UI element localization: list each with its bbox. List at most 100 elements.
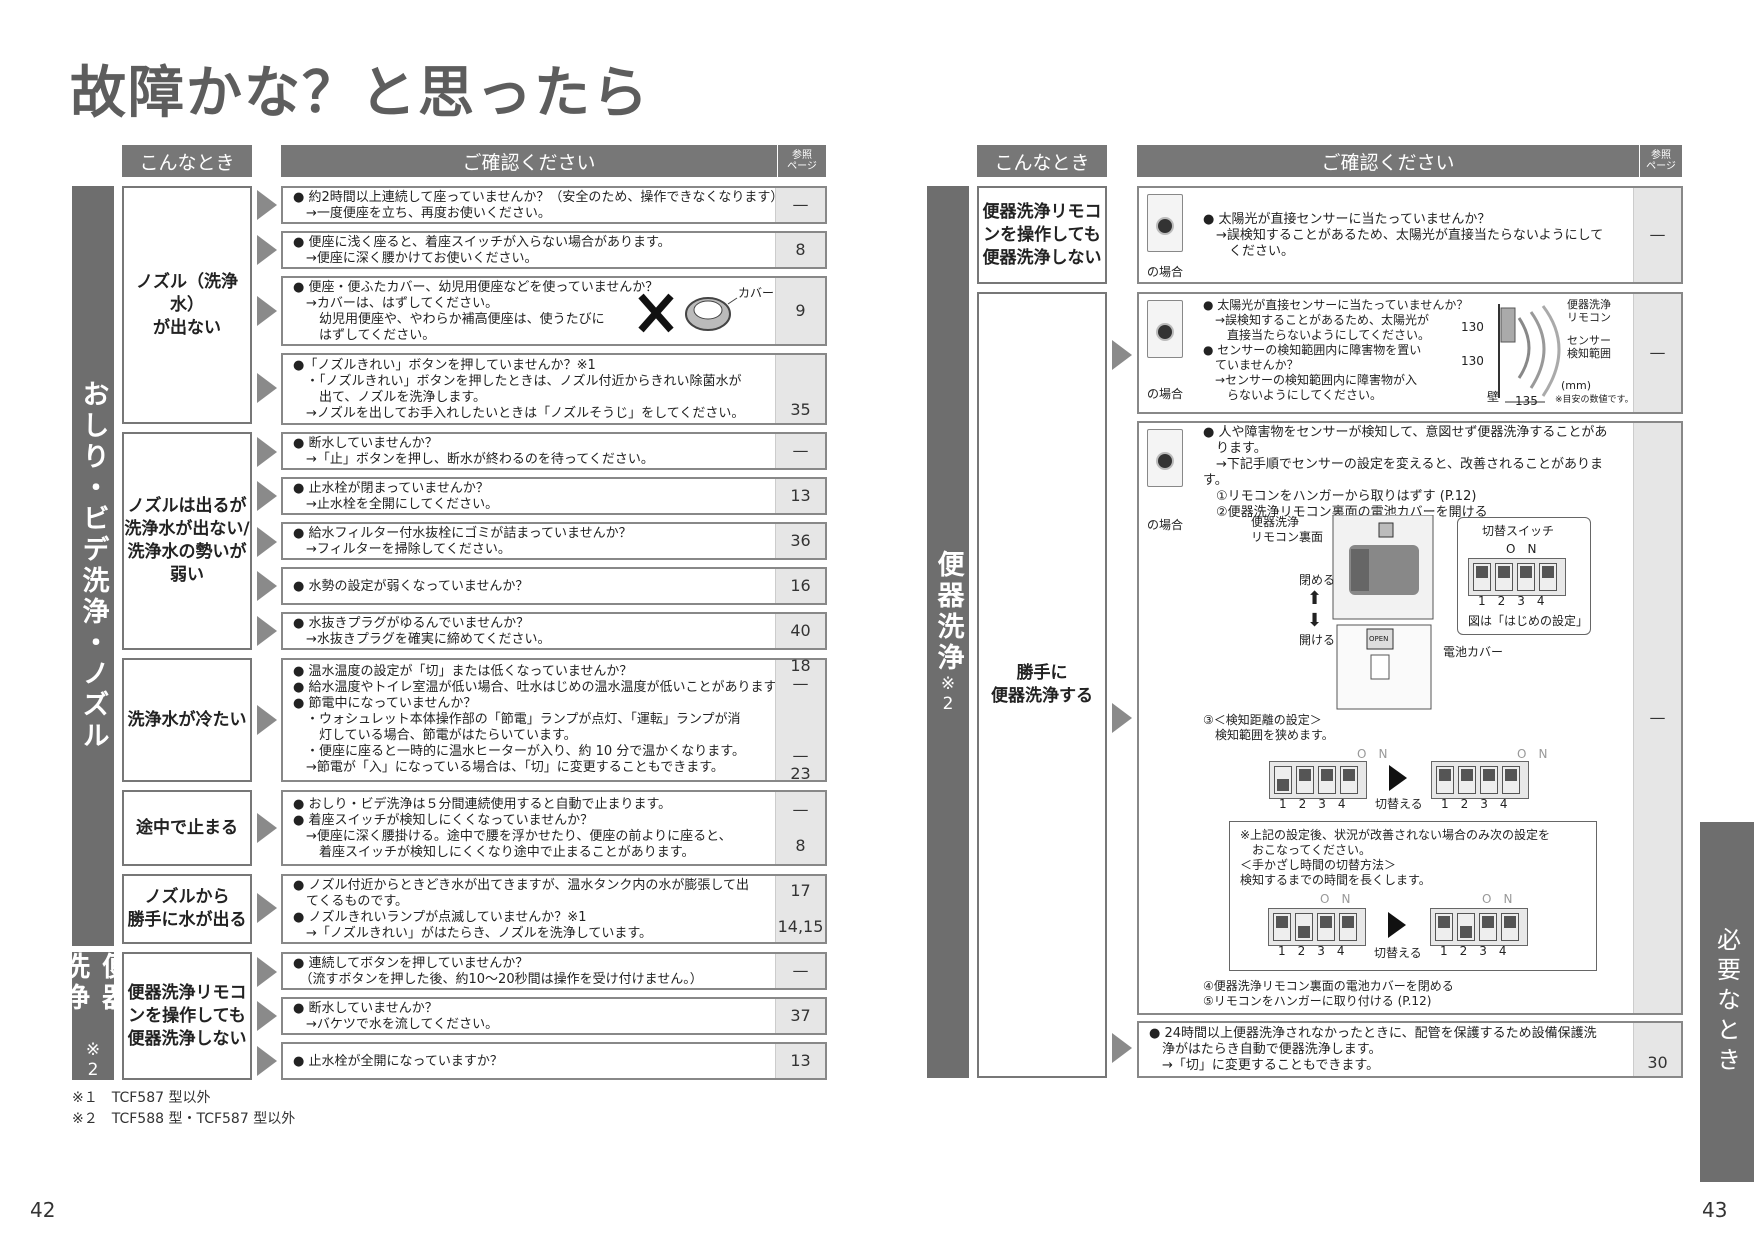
check-row: ● 断水していませんか？ →バケツで水を流してください。 37 [281,997,827,1035]
check-row: ● 止水栓が全開になっていますか？13 [281,1042,827,1080]
check-row: ● 連続してボタンを押していませんか？ （流すボタンを押した後、約10～20秒間… [281,952,827,990]
on-label: O N [1517,747,1548,761]
switch-numbers: 1 2 3 4 [1278,944,1345,958]
arrow-down-icon: ⬇ [1307,610,1323,631]
switch-2 [1296,766,1314,794]
switch-4 [1539,563,1557,591]
switch-4 [1501,913,1519,941]
page-number-right: 43 [1702,1198,1728,1222]
switch-3 [1479,913,1497,941]
page-title: 故障かな？と思ったら [70,61,650,126]
band-oshiri: おしり・ビデ洗浄・ノズル [72,186,114,946]
side-tab: 必要なとき [1700,822,1754,1182]
dim-130-top: 130 [1461,320,1484,334]
arrow-icon [1112,340,1132,370]
row-ref: 9 [775,278,825,344]
row-ref: 16 [775,569,825,603]
check-row: ● 24時間以上便器洗浄されなかったときに、配管を保護するため設備保護洗 浄がは… [1137,1021,1683,1078]
on-label: O N [1506,542,1537,556]
switch-3 [1517,563,1535,591]
check-row: の場合 ● 太陽光が直接センサーに当たっていませんか？ →誤検知することがあるた… [1137,292,1683,414]
header-when: こんなとき [977,145,1107,177]
approx-note: ※目安の数値です。 [1555,395,1634,405]
dip-switch-after-2 [1430,908,1528,946]
dip-switch-before-2 [1268,908,1366,946]
row-ref: 30 [1633,1023,1681,1076]
cover-label: カバー [738,286,775,300]
remote-caption: の場合 [1147,265,1184,279]
arrow-icon [257,705,277,735]
row-text: ● 給水フィルター付水抜栓にゴミが詰まっていませんか？ →フィルターを掃除してく… [293,525,632,557]
step3-text: ③＜検知距離の設定＞ 検知範囲を狭めます。 [1203,713,1334,742]
cond-cold-water: 洗浄水が冷たい [122,658,252,782]
switch-2 [1458,766,1476,794]
header-ref: 参照 ページ [778,145,826,177]
switch-panel: 切替スイッチ O N 1 2 3 4 図は「はじめの設定」 [1457,517,1591,635]
row-ref: — 8 [775,792,825,864]
switch-1 [1274,766,1292,794]
switch-2 [1457,913,1475,941]
open-tag: OPEN [1369,635,1389,643]
row-ref: — [1633,423,1681,1013]
cover-remove-icon [638,293,738,333]
page-number-left: 42 [30,1198,56,1222]
initial-setting-label: 図は「はじめの設定」 [1468,614,1589,628]
step45-text: ④便器洗浄リモコン裏面の電池カバーを閉める ⑤リモコンをハンガーに取り付ける (… [1203,979,1454,1008]
check-row: ● 断水していませんか？ →「止」ボタンを押し、断水が終わるのを待ってください。… [281,432,827,470]
row-ref: — [1633,294,1681,412]
check-row: ● 温水温度の設定が「切」または低くなっていませんか？ ● 給水温度やトイレ室温… [281,657,827,783]
row-ref: — [775,188,825,222]
sensor-range-diagram [1498,304,1561,403]
switch-2 [1295,913,1313,941]
switch-numbers: 1 2 3 4 [1441,797,1508,811]
dip-switch-before [1269,761,1367,799]
arrow-icon [257,190,277,220]
row-ref: — [775,434,825,468]
row-text: ● 便座・便ふたカバー、幼児用便座などを使っていませんか？ →カバーは、はずして… [293,279,659,343]
header-when: こんなとき [122,145,252,177]
row-text: ● 人や障害物をセンサーが検知して、意図せず便器洗浄することがあ ります。 →下… [1203,425,1608,520]
on-label: O N [1357,747,1388,761]
arrow-icon [257,813,277,843]
row-ref: 37 [775,999,825,1033]
check-row: ● 便座に浅く座ると、着座スイッチが入らない場合があります。 →便座に深く腰かけ… [281,231,827,269]
remote-caption: の場合 [1147,387,1184,401]
switch-numbers: 1 2 3 4 [1279,797,1346,811]
row-text: ● 水勢の設定が弱くなっていませんか？ [293,578,529,594]
row-text: ●「ノズルきれい」ボタンを押していませんか？※1 ・「ノズルきれい」ボタンを押し… [293,357,745,421]
arrow-right-icon [1389,765,1407,791]
row-ref: — [1633,188,1681,282]
switch-4 [1339,913,1357,941]
band-benki-right: 便器洗浄※2 [927,186,969,1078]
row-text: ● 断水していませんか？ →バケツで水を流してください。 [293,1000,499,1032]
row-text: ● 連続してボタンを押していませんか？ （流すボタンを押した後、約10～20秒間… [293,955,703,987]
row-ref: — [775,954,825,988]
remote-icon [1147,194,1183,252]
switch-to-label: 切替える [1375,797,1423,811]
row-ref: 8 [775,233,825,267]
arrow-icon [257,957,277,987]
battery-cover-label: 電池カバー [1443,645,1504,659]
row-ref: 35 [775,355,825,423]
arrow-icon [257,571,277,601]
remote-caption: の場合 [1147,518,1184,532]
arrow-icon [257,1001,277,1031]
header-check: ご確認ください [1137,145,1639,177]
arrow-icon [257,481,277,511]
check-row: ●「ノズルきれい」ボタンを押していませんか？※1 ・「ノズルきれい」ボタンを押し… [281,353,827,425]
switch-to-label: 切替える [1374,946,1422,960]
row-text: ● 約2時間以上連続して座っていませんか？（安全のため、操作できなくなります） … [293,189,784,221]
switch-numbers: 1 2 3 4 [1440,944,1507,958]
row-text: ● 便座に浅く座ると、着座スイッチが入らない場合があります。 →便座に深く腰かけ… [293,234,671,266]
wall-label: 壁 [1487,390,1500,404]
on-label: O N [1320,892,1351,906]
band-label: 便器洗浄 [932,550,964,674]
switch-2 [1495,563,1513,591]
check-row: ● おしり・ビデ洗浄は５分間連続使用すると自動で止まります。 ● 着座スイッチが… [281,790,827,866]
dip-switch [1468,558,1566,596]
row-ref: 17 14,15 [775,876,825,942]
row-ref: 13 [775,479,825,513]
switch-1 [1273,913,1291,941]
header-ref: 参照 ページ [1640,145,1682,177]
switch-title: 切替スイッチ [1482,524,1555,538]
